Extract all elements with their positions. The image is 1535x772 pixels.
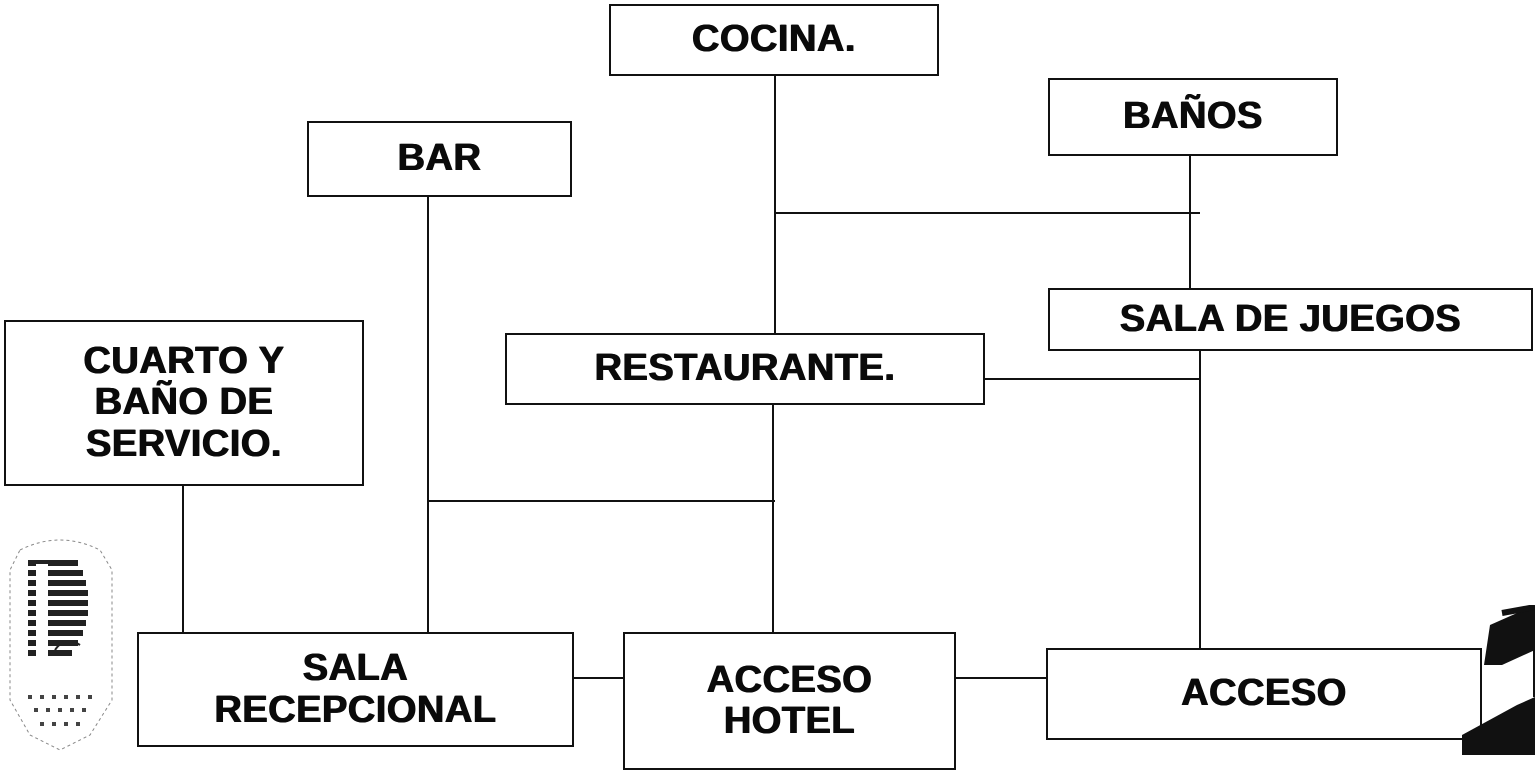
node-cuarto-servicio-label: CUARTO Y BAÑO DE SERVICIO. [83, 340, 285, 465]
node-sala-recepcional-label: SALA RECEPCIONAL [214, 647, 497, 731]
node-sala-de-juegos: SALA DE JUEGOS [1048, 288, 1533, 351]
node-acceso-hotel: ACCESO HOTEL [623, 632, 956, 770]
node-banos-label: BAÑOS [1123, 95, 1263, 138]
node-acceso-hotel-label: ACCESO HOTEL [706, 658, 873, 742]
node-restaurante-label: RESTAURANTE. [594, 347, 896, 390]
node-acceso-label: ACCESO [1181, 672, 1347, 715]
node-banos: BAÑOS [1048, 78, 1338, 156]
institution-seal-icon [9, 539, 113, 751]
node-sala-recepcional: SALA RECEPCIONAL [137, 632, 574, 747]
node-bar: BAR [307, 121, 572, 197]
node-sala-de-juegos-label: SALA DE JUEGOS [1119, 297, 1462, 340]
node-cocina-label: COCINA. [692, 18, 856, 61]
node-restaurante: RESTAURANTE. [505, 333, 985, 405]
node-acceso: ACCESO [1046, 648, 1482, 740]
node-bar-label: BAR [397, 137, 482, 180]
node-cocina: COCINA. [609, 4, 939, 76]
node-cuarto-servicio: CUARTO Y BAÑO DE SERVICIO. [4, 320, 364, 486]
arrow-graphic-icon [1462, 605, 1535, 755]
